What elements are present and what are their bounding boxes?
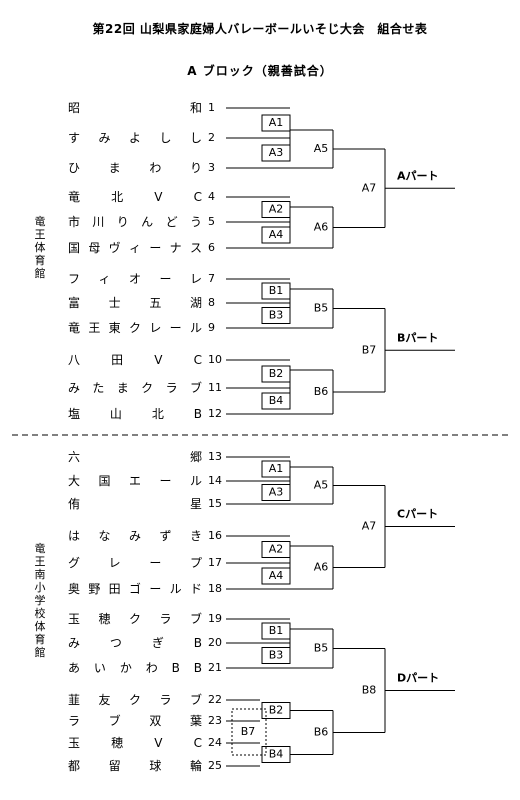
match-label: B5: [314, 302, 329, 315]
team-name: 竜王東クレール: [68, 321, 202, 335]
team-number: 24: [208, 736, 222, 749]
venue-label-2: 竜王南小学校体育館: [34, 542, 46, 659]
match-label: B7: [362, 343, 377, 356]
team-number: 2: [208, 131, 215, 144]
team-number: 23: [208, 714, 222, 727]
team-number: 15: [208, 497, 222, 510]
team-number: 22: [208, 693, 222, 706]
team-name: ラブ双葉: [68, 714, 202, 728]
match-label: B3: [269, 309, 284, 322]
team-name: 大国エール: [68, 474, 202, 488]
match-label: A7: [362, 520, 377, 533]
team-number: 11: [208, 381, 222, 394]
team-number: 12: [208, 407, 222, 420]
match-label: B4: [269, 394, 284, 407]
team-name: グレープ: [68, 556, 202, 570]
team-number: 5: [208, 215, 215, 228]
team-number: 1: [208, 101, 215, 114]
match-label: A3: [269, 486, 284, 499]
match-label: B5: [314, 642, 329, 655]
match-label: B4: [269, 748, 284, 761]
match-label: A6: [314, 561, 329, 574]
team-name: 六郷: [68, 450, 202, 464]
team-name: 韮友クラブ: [68, 693, 202, 707]
team-name: はなみずき: [68, 529, 202, 543]
match-label: B7: [241, 725, 256, 738]
match-label: A1: [269, 116, 284, 129]
team-number: 6: [208, 241, 215, 254]
team-name: ひまわり: [68, 161, 202, 175]
team-name: 都留球輪: [68, 759, 202, 773]
match-label: A7: [362, 181, 377, 194]
match-label: B6: [314, 385, 329, 398]
team-number: 4: [208, 190, 215, 203]
team-name: みたまクラブ: [68, 381, 202, 395]
team-number: 9: [208, 321, 215, 334]
team-number: 14: [208, 474, 222, 487]
match-label: B1: [269, 624, 284, 637]
team-name: フィオーレ: [68, 272, 202, 286]
match-label: A3: [269, 146, 284, 159]
team-name: すみよしし: [68, 131, 202, 145]
match-label: B3: [269, 649, 284, 662]
match-label: A2: [269, 203, 284, 216]
part-label: Aパート: [397, 169, 439, 182]
team-number: 7: [208, 272, 215, 285]
extra-match-box: [231, 708, 267, 756]
team-number: 13: [208, 450, 222, 463]
team-number: 16: [208, 529, 222, 542]
match-label: A6: [314, 221, 329, 234]
team-number: 21: [208, 661, 222, 674]
match-label: A4: [269, 228, 284, 241]
block-subtitle: A ブロック（親善試合）: [187, 64, 333, 78]
team-name: 侑星: [68, 497, 202, 511]
team-name: 昭和: [68, 101, 202, 115]
match-label: B2: [269, 704, 284, 717]
team-number: 8: [208, 296, 215, 309]
team-number: 10: [208, 353, 222, 366]
match-label: B2: [269, 367, 284, 380]
match-label: A4: [269, 569, 284, 582]
match-label: B8: [362, 684, 377, 697]
team-name: 国母ヴィーナス: [68, 241, 202, 255]
team-number: 20: [208, 636, 222, 649]
part-label: Cパート: [397, 508, 438, 521]
team-name: 富士五湖: [68, 296, 202, 310]
match-label: A5: [314, 479, 329, 492]
part-label: Bパート: [397, 331, 438, 344]
team-name: 市川りんどう: [68, 215, 202, 229]
match-label: B6: [314, 726, 329, 739]
team-number: 19: [208, 612, 222, 625]
team-number: 3: [208, 161, 215, 174]
match-label: A2: [269, 543, 284, 556]
team-number: 17: [208, 556, 222, 569]
match-label: A5: [314, 142, 329, 155]
team-name: 奥野田ゴールド: [68, 582, 202, 596]
part-label: Dパート: [397, 672, 439, 685]
team-number: 25: [208, 759, 222, 772]
match-label: B1: [269, 284, 284, 297]
team-number: 18: [208, 582, 222, 595]
team-name: 玉穂クラブ: [68, 612, 202, 626]
venue-label-1: 竜王体育館: [34, 215, 46, 280]
page-title: 第22回 山梨県家庭婦人バレーボールいそじ大会 組合せ表: [92, 22, 428, 36]
match-label: A1: [269, 462, 284, 475]
